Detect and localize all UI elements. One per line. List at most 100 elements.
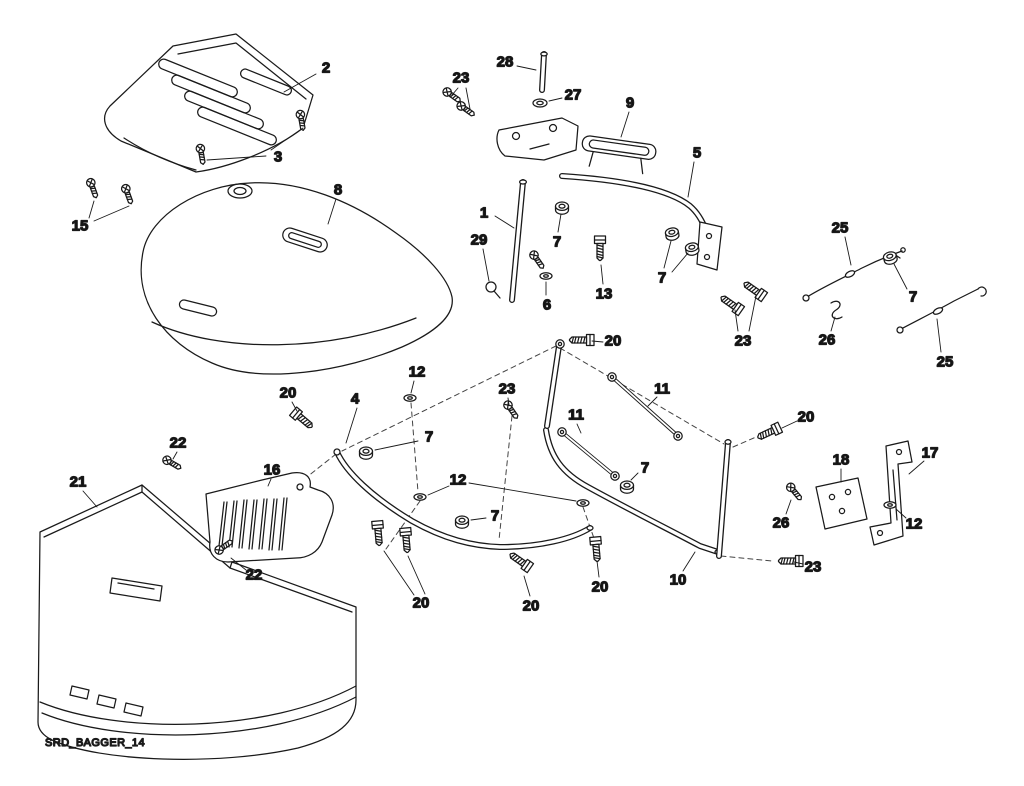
part-frame [333,343,732,559]
callout-leader-line [682,551,696,572]
callout-label: 7 [425,429,433,446]
washer-6 [539,272,553,280]
handle-tube-top [518,179,528,185]
rod-end-ball [555,339,565,349]
callout-leader-line [88,200,95,219]
callout-leader-line [895,508,907,519]
callout-label: 23 [735,333,752,350]
rod-end-ball [557,427,567,437]
callout-label: 16 [264,462,281,479]
callout-10: 10 [669,551,696,589]
callout-leader-line [465,87,471,110]
callout-label: 29 [471,232,488,249]
callout-leader-line [93,205,130,222]
callout-20: 20 [522,575,540,615]
callout-20: 20 [383,550,430,612]
callout-leader-line [291,401,298,412]
bolt-23 [717,291,746,317]
callout-3: 3 [206,127,304,166]
callout-leader-line [383,550,415,596]
callout-label: 22 [170,435,187,452]
callout-label: 23 [453,70,470,87]
callout-leader-line [451,87,459,96]
callout-20: 20 [781,408,815,429]
callout-7: 7 [374,428,434,451]
handle-grip-9 [581,135,657,175]
bolt-20 [288,406,317,432]
callout-25: 25 [831,219,852,266]
callout-7: 7 [470,507,500,525]
callout-leader-line [482,248,490,282]
callout-label: 11 [568,407,584,424]
callout-leader-line [687,161,695,198]
callout-leader-line [785,499,792,515]
callout-leader-line [410,380,415,394]
callout-leader-line [82,490,98,508]
callout-label: 17 [922,445,939,462]
screw-3 [194,143,208,166]
callout-label: 7 [658,270,666,287]
callout-label: 20 [523,598,540,615]
callout-label: 8 [334,182,342,199]
callout-leader-line [374,440,419,451]
callout-leader-line [206,155,267,161]
callout-12: 12 [408,363,426,394]
callout-leader-line [793,561,804,565]
callout-leader-line [270,127,304,151]
callout-label: 6 [543,297,551,314]
callout-leader-line [830,316,836,332]
callout-leader-line [734,309,739,332]
callout-leader-line [523,575,531,597]
rod-end-ball [673,431,683,441]
callout-11: 11 [567,406,585,434]
callout-leader-line [267,478,272,487]
callout-7: 7 [657,240,689,287]
callout-leader-line [781,420,798,429]
bolt-20 [589,535,604,563]
washer-12 [413,493,427,501]
callout-leader-line [936,318,942,353]
part-16-plate [205,471,334,563]
callout-21: 21 [69,473,98,508]
bolt-20 [568,333,595,347]
vent-slat [184,90,264,130]
vent-slat [158,58,238,98]
callout-leader-line [620,111,630,138]
callout-leader-line [748,295,757,332]
part-handle-assembly [485,51,723,303]
callout-26: 26 [772,499,792,532]
callout-12: 12 [895,508,923,533]
part-21-container [37,484,357,760]
callout-leader-line [844,236,852,266]
callout-23: 23 [498,380,516,406]
callout-leader-line [427,485,450,496]
callout-28: 28 [496,53,537,71]
callout-leader-line [893,263,908,290]
callout-16: 16 [263,461,281,487]
callout-leader-line [494,215,515,229]
callout-leader-line [557,213,562,233]
callout-label: 5 [693,145,701,162]
callout-label: 25 [832,220,849,237]
callout-9: 9 [620,94,635,138]
vent-slots [69,685,144,717]
callout-label: 4 [351,391,360,408]
callout-12: 12 [427,471,577,502]
construction-lines [249,345,773,562]
callout-leader-line [507,397,510,406]
callout-label: 15 [72,218,89,235]
s-hook-26 [830,300,843,320]
callout-22: 22 [169,434,187,460]
callout-label: 12 [450,472,467,489]
callout-leader-line [600,264,604,285]
callout-7: 7 [630,459,650,481]
link-arm [696,221,723,271]
callout-leader-line [548,97,563,102]
callout-label: 12 [409,364,426,381]
callout-22: 22 [230,557,263,584]
latch [109,577,163,602]
callout-leader-line [468,482,577,502]
callout-label: 7 [491,508,499,525]
